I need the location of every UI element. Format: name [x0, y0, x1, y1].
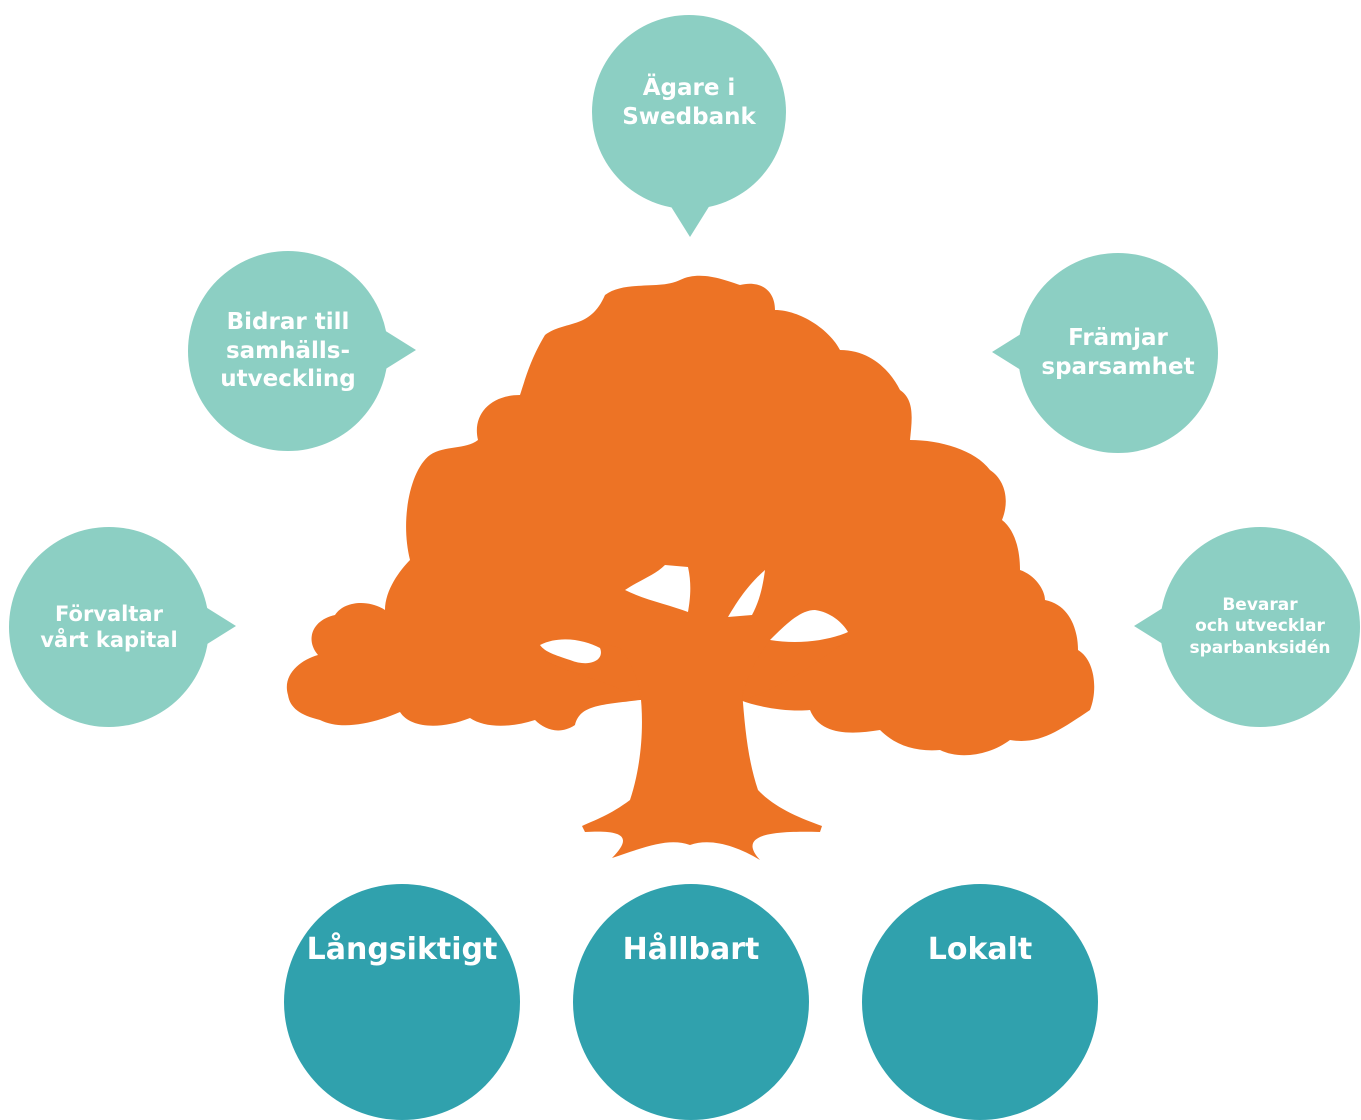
oak-tree-graphic: [286, 275, 1095, 860]
bubble-savings-bank-idea: Bevarar och utvecklar sparbanksidén: [1160, 527, 1360, 727]
bubble-label: Förvaltar vårt kapital: [40, 601, 178, 652]
bubble-label: Ägare i Swedbank: [622, 75, 756, 130]
bubble-owner-swedbank: Ägare i Swedbank: [592, 15, 786, 209]
bubble-pointer: [1134, 606, 1166, 646]
value-long-term: Långsiktigt: [284, 884, 520, 1120]
value-sustainable: Hållbart: [573, 884, 809, 1120]
value-label: Hållbart: [622, 932, 760, 967]
bubble-pointer: [204, 606, 236, 646]
tree-canopy: [286, 275, 1095, 756]
bubble-label: Främjar sparsamhet: [1041, 325, 1195, 380]
value-label: Långsiktigt: [306, 932, 498, 967]
bubble-manages-capital: Förvaltar vårt kapital: [9, 527, 209, 727]
value-local: Lokalt: [862, 884, 1098, 1120]
bubble-pointer: [992, 332, 1024, 372]
bubble-pointer: [670, 205, 710, 237]
bubble-label: Bevarar och utvecklar sparbanksidén: [1189, 595, 1331, 658]
tree-branch-right: [742, 630, 848, 700]
value-label: Lokalt: [927, 932, 1033, 967]
bubble-promotes-thrift: Främjar sparsamhet: [1018, 253, 1218, 453]
tree-trunk: [582, 690, 822, 860]
bubble-pointer: [384, 330, 416, 370]
bubble-label: Bidrar till samhälls- utveckling: [220, 308, 356, 393]
bubble-society-development: Bidrar till samhälls- utveckling: [188, 251, 388, 451]
